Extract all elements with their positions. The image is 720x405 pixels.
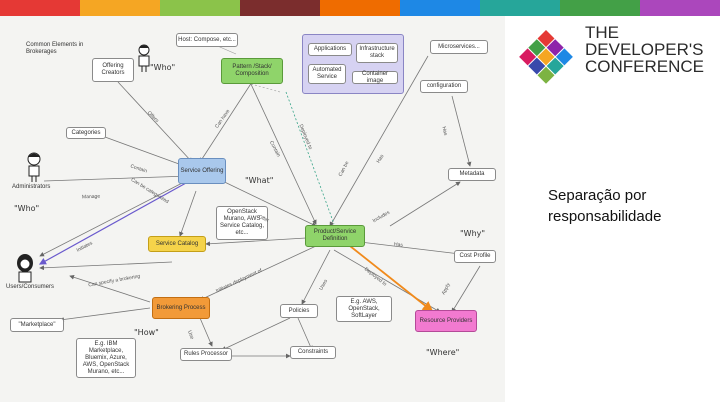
administrators-label: Administrators [12,184,51,190]
cost-profile-node: Cost Profile [454,250,496,263]
stripe-segment [0,0,80,16]
users-consumers-label: Users/Consumers [6,284,55,290]
product-definition-node: Product/Service Definition [305,225,365,247]
slide-caption: Separação por responsabilidade [548,185,661,227]
edge-label-has-3: Has [393,241,404,249]
microservices-note: Microservices... [430,40,488,54]
conference-wordmark: THE DEVELOPER'S CONFERENCE [585,24,704,75]
metadata-node: Metadata [448,168,496,181]
who-annotation: "Who" [150,63,176,72]
developers-conference-logo-icon [519,29,573,84]
applications-node: Applications [308,43,352,56]
common-elements-label: Common Elements in Brokerages [26,42,84,55]
how-annotation: "How" [134,328,159,337]
wordmark-line-1: THE [585,23,619,42]
where-annotation: "Where" [426,348,460,357]
concept-map-diagram: Common Elements in Brokerages Offering C… [0,16,505,402]
color-stripe-bar [0,0,720,16]
infrastructure-stack-node: Infrastructure stack [356,43,398,63]
categories-node: Categories [66,127,106,139]
resource-providers-node: Resource Providers [415,310,477,332]
diagram-edges [38,40,481,359]
rules-processor-node: Rules Processor [180,348,232,361]
constraints-node: Constraints [290,346,336,359]
service-offering-node: Service Offering [178,158,226,184]
wordmark-line-3: CONFERENCE [585,57,705,76]
service-catalog-node: Service Catalog [148,236,206,252]
pattern-stack-node: Pattern /Stack/ Composition [221,58,283,84]
administrator-icon [27,152,41,182]
wordmark-line-2: DEVELOPER'S [585,40,704,59]
stripe-segment [640,0,720,16]
caption-line-1: Separação por [548,187,647,204]
stripe-segment [240,0,320,16]
consumer-icon [17,254,33,283]
stripe-segment [560,0,640,16]
eg-ibm-note: E.g. IBM Marketplace, Bluemix, Azure, AW… [76,338,136,378]
stripe-segment [320,0,400,16]
who-annotation-2: "Who" [14,204,40,213]
stripe-segment [480,0,560,16]
marketplace-node: "Marketplace" [10,318,64,332]
host-compose-note: Host: Compose, etc... [176,33,238,47]
stripe-segment [160,0,240,16]
caption-line-2: responsabilidade [548,208,662,225]
configuration-node: configuration [420,80,468,93]
eg-aws-note: E.g. AWS, OpenStack, SoftLayer [336,296,392,322]
what-annotation: "What" [245,176,274,185]
why-annotation: "Why" [460,229,486,238]
policies-node: Policies [280,304,318,318]
person-icon [138,44,150,72]
brokering-process-node: Brokering Process [152,297,210,319]
edge-label-manage: Manage [81,193,101,201]
openstack-murano-note: OpenStack Murano, AWS Service Catalog, e… [216,206,268,240]
automated-service-node: Automated Service [308,64,346,84]
container-image-node: Container image [352,71,398,84]
stripe-segment [80,0,160,16]
stripe-segment [400,0,480,16]
offering-creators-node: Offering Creators [92,58,134,82]
